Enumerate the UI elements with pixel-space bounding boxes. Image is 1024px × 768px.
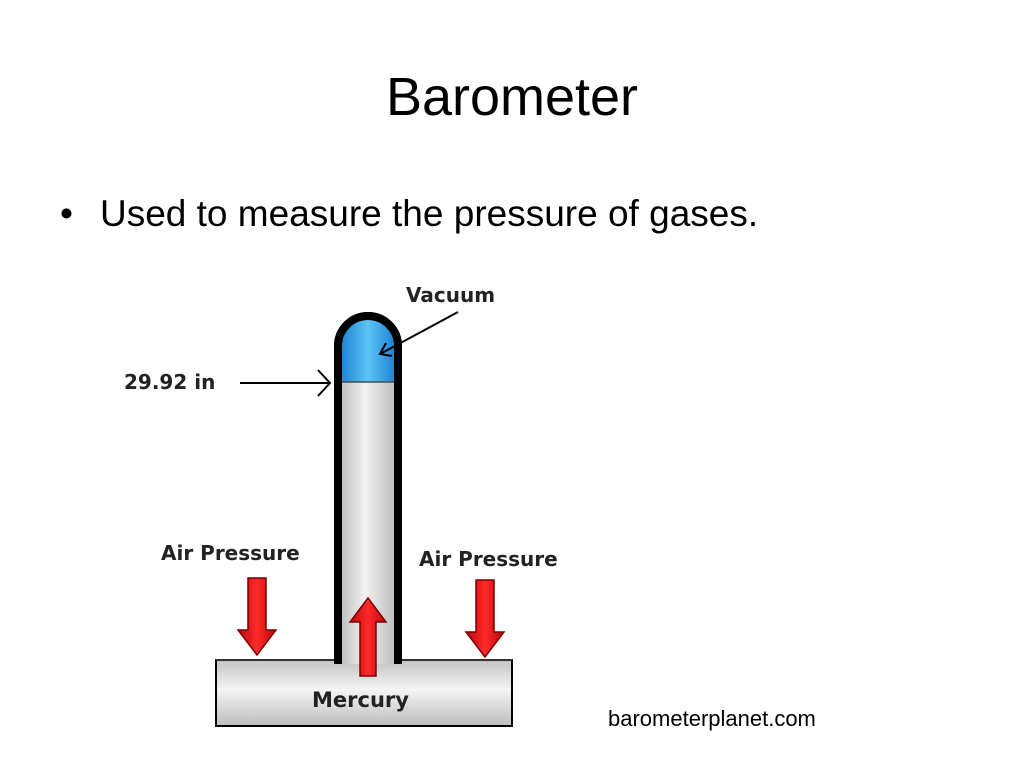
air-pressure-right-label: Air Pressure bbox=[419, 547, 558, 571]
slide-title: Barometer bbox=[385, 67, 639, 127]
bullet-item: • Used to measure the pressure of gases. bbox=[60, 190, 758, 238]
vacuum-label: Vacuum bbox=[406, 283, 495, 307]
vacuum-region bbox=[342, 320, 394, 382]
air-pressure-left-label: Air Pressure bbox=[161, 541, 300, 565]
down-arrow-icon bbox=[464, 579, 506, 659]
pointer-arrow-icon bbox=[378, 311, 459, 357]
height-label: 29.92 in bbox=[124, 370, 215, 394]
source-credit: barometerplanet.com bbox=[608, 706, 816, 731]
up-arrow-icon bbox=[348, 596, 388, 677]
barometer-tube bbox=[334, 312, 402, 664]
down-arrow-icon bbox=[236, 577, 278, 657]
pointer-arrow-icon bbox=[240, 369, 332, 397]
bullet-symbol: • bbox=[60, 193, 73, 234]
bullet-text: Used to measure the pressure of gases. bbox=[100, 193, 759, 234]
mercury-label: Mercury bbox=[312, 688, 409, 712]
